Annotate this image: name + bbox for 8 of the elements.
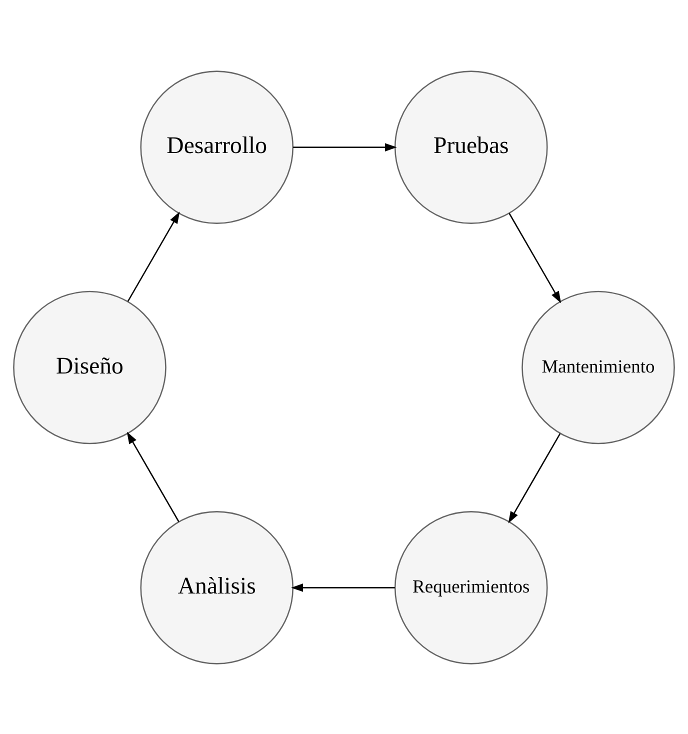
arrow <box>291 583 395 592</box>
arrow <box>126 431 180 522</box>
arrow <box>508 432 561 523</box>
node-circle: Anàlisis <box>140 510 294 664</box>
arrow <box>293 142 397 151</box>
node-circle: Pruebas <box>394 70 548 224</box>
arrow <box>508 212 562 303</box>
arrow <box>127 211 180 302</box>
